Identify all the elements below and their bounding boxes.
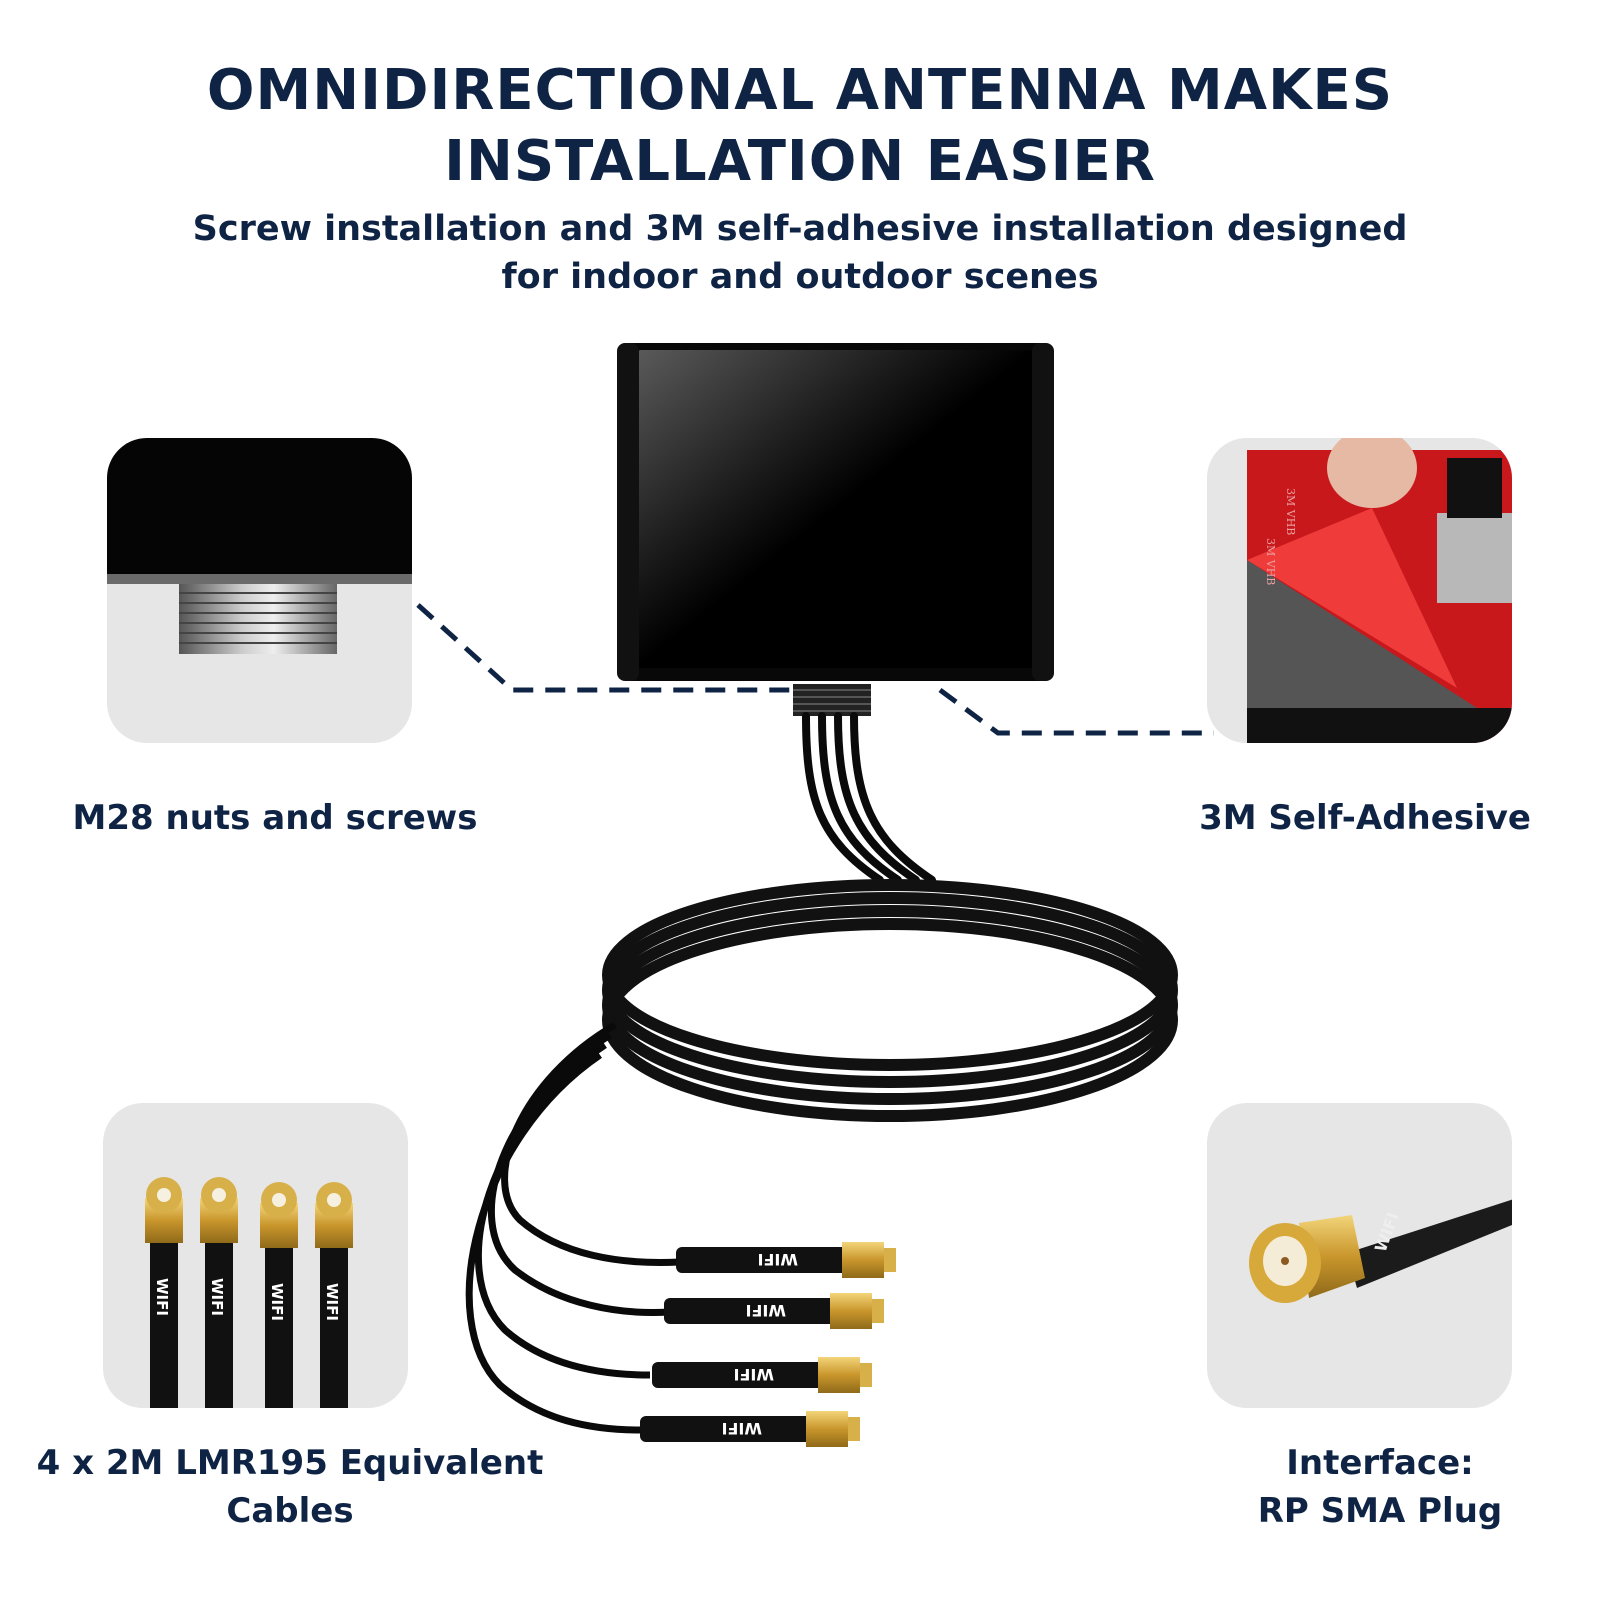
feature-caption-m28: M28 nuts and screws: [72, 798, 478, 838]
connector-2: [664, 1293, 884, 1329]
adhesive-pad-image: 3M VHB 3M VHB: [1207, 438, 1512, 743]
feature-caption-cables-line-1: 4 x 2M LMR195 Equivalent: [36, 1443, 544, 1483]
connector-1: [676, 1242, 896, 1278]
page-title-line-2: INSTALLATION EASIER: [444, 129, 1156, 194]
connector-3: [652, 1357, 872, 1393]
wifi-label: WIFI: [268, 1283, 286, 1321]
dashed-connector-right: [938, 687, 1214, 736]
feature-card-rp-sma: WIFI: [1207, 1103, 1512, 1408]
wifi-label: WIFI: [758, 1250, 798, 1269]
feature-card-cables: WIFI WIFI WIFI WIFI: [103, 1103, 408, 1408]
cables-bundle: [802, 712, 936, 884]
cable-connectors: WIFI WIFI WIFI WIFI: [640, 1242, 896, 1447]
wifi-label: WIFI: [734, 1365, 774, 1384]
threaded-mount-image: [107, 438, 412, 654]
wifi-label: WIFI: [208, 1278, 226, 1316]
cables-fan: [465, 1021, 681, 1434]
wifi-label: WIFI: [746, 1301, 786, 1320]
connector-4: [640, 1411, 860, 1447]
page-subtitle-line-1: Screw installation and 3M self-adhesive …: [192, 209, 1408, 249]
feature-card-m28: [107, 438, 412, 743]
rp-sma-plug-image: WIFI: [1249, 1199, 1512, 1303]
cable-coil: [602, 879, 1178, 1122]
feature-card-adhesive: 3M VHB 3M VHB: [1207, 438, 1512, 743]
antenna-body: [617, 343, 1054, 681]
feature-caption-adhesive: 3M Self-Adhesive: [1199, 798, 1531, 838]
tape-print: 3M VHB: [1284, 488, 1297, 535]
cable-gland: [793, 684, 871, 716]
wifi-label: WIFI: [323, 1283, 341, 1321]
wifi-label: WIFI: [153, 1278, 171, 1316]
four-connectors-image: WIFI WIFI WIFI WIFI: [145, 1177, 353, 1408]
feature-caption-interface-line-1: Interface:: [1286, 1443, 1474, 1483]
feature-caption-cables-line-2: Cables: [226, 1491, 354, 1531]
feature-caption-interface-line-2: RP SMA Plug: [1257, 1491, 1503, 1531]
page-title-line-1: OMNIDIRECTIONAL ANTENNA MAKES: [206, 58, 1394, 123]
tape-print: 3M VHB: [1264, 538, 1277, 585]
wifi-label: WIFI: [722, 1419, 762, 1438]
dashed-connector-left: [416, 603, 790, 693]
page-subtitle-line-2: for indoor and outdoor scenes: [501, 257, 1099, 297]
